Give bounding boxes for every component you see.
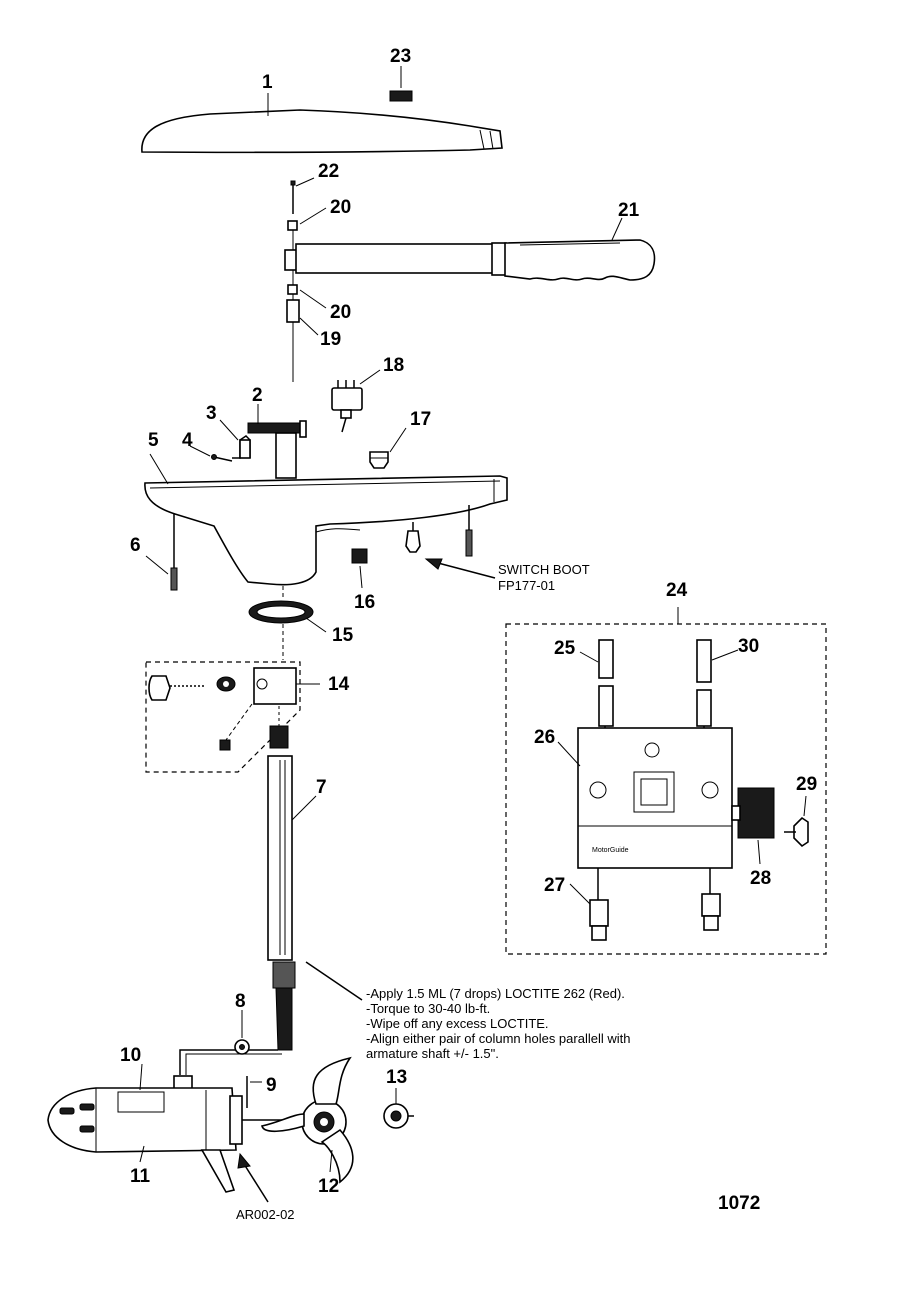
- callout-28: 28: [750, 868, 771, 889]
- callout-19: 19: [320, 329, 341, 350]
- part-16-block: [351, 548, 368, 564]
- part-22-screw: [290, 180, 296, 214]
- part-21-tiller-handle: [284, 239, 656, 281]
- callout-26: 26: [534, 727, 555, 748]
- callout-numbers: 1 23 22 20 21 20 19 18 17 2 3 4 5 6 16 1…: [120, 46, 817, 1197]
- callout-25: 25: [554, 638, 576, 659]
- note-line-5: armature shaft +/- 1.5".: [366, 1046, 499, 1061]
- callout-29: 29: [796, 774, 817, 795]
- callout-12: 12: [318, 1176, 339, 1197]
- callout-17: 17: [410, 409, 431, 430]
- callout-13: 13: [386, 1067, 407, 1088]
- callout-leaders: [139, 66, 807, 1173]
- installation-notes: -Apply 1.5 ML (7 drops) LOCTITE 262 (Red…: [366, 986, 630, 1061]
- part-5-head-base: [144, 475, 508, 586]
- callout-24: 24: [666, 580, 688, 601]
- callout-8: 8: [235, 991, 246, 1012]
- callout-1: 1: [262, 72, 273, 93]
- part-2-steering-post: [247, 420, 307, 479]
- part-18-switch: [331, 380, 363, 433]
- note-line-1: -Apply 1.5 ML (7 drops) LOCTITE 262 (Red…: [366, 986, 625, 1001]
- part-7-shaft: [267, 706, 296, 1051]
- callout-6: 6: [130, 535, 141, 556]
- note-leader-line: [305, 961, 363, 1001]
- callout-20-upper: 20: [330, 197, 351, 218]
- control-panel-brand: MotorGuide: [592, 847, 629, 854]
- part-19-spacer: [286, 299, 300, 323]
- part-29-knob-screw: [793, 816, 809, 848]
- part-8-nut: [234, 1039, 250, 1055]
- part-23-tab: [389, 90, 413, 102]
- part-10-decal: [117, 1091, 165, 1113]
- part-28-knob: [737, 787, 775, 839]
- switch-boot-line1: SWITCH BOOT: [498, 562, 590, 577]
- part-15-ring: [248, 600, 314, 624]
- part-1-top-cover: [141, 109, 503, 154]
- callout-22: 22: [318, 161, 339, 182]
- part-11-motor-housing: [47, 1075, 300, 1193]
- note-line-2: -Torque to 30-40 lb-ft.: [366, 1001, 490, 1016]
- callout-20-lower: 20: [330, 302, 351, 323]
- switch-boot-label: SWITCH BOOT FP177-01: [498, 562, 590, 593]
- callout-21: 21: [618, 200, 640, 221]
- part-4-screw: [211, 454, 233, 462]
- callout-18: 18: [383, 355, 404, 376]
- switch-boot-line2: FP177-01: [498, 578, 555, 593]
- base-screw-right: [465, 505, 473, 557]
- callout-11: 11: [130, 1166, 151, 1187]
- part-12-propeller: [261, 1056, 354, 1184]
- ar-arrow: [237, 1152, 269, 1203]
- callout-16: 16: [354, 592, 375, 613]
- part-17-fitting: [369, 451, 389, 469]
- callout-5: 5: [148, 430, 159, 451]
- part-25-boot: [598, 639, 614, 679]
- callout-2: 2: [252, 385, 263, 406]
- callout-15: 15: [332, 625, 354, 646]
- part-30-boot: [696, 639, 712, 683]
- callout-30: 30: [738, 636, 759, 657]
- callout-10: 10: [120, 1045, 141, 1066]
- part-20-lower-washer: [287, 284, 298, 295]
- part-20-upper-washer: [287, 220, 298, 231]
- callout-27: 27: [544, 875, 565, 896]
- switch-boot: [405, 522, 421, 553]
- callout-23: 23: [390, 46, 411, 67]
- part-6-screw: [170, 514, 178, 591]
- callout-14: 14: [328, 674, 350, 695]
- part-27-switch: [589, 899, 609, 927]
- part-24-control-box-kit: [505, 623, 827, 955]
- note-line-4: -Align either pair of column holes paral…: [366, 1031, 630, 1046]
- page-number: 1072: [718, 1193, 760, 1214]
- callout-7: 7: [316, 777, 327, 798]
- callout-9: 9: [266, 1075, 277, 1096]
- part-3-bracket: [232, 435, 251, 459]
- callout-3: 3: [206, 403, 217, 424]
- switch-boot-arrow: [424, 558, 496, 579]
- part-13-prop-nut: [383, 1103, 414, 1129]
- part-14-collar-assembly: [145, 661, 320, 773]
- reference-code: AR002-02: [236, 1207, 295, 1222]
- note-line-3: -Wipe off any excess LOCTITE.: [366, 1016, 549, 1031]
- callout-4: 4: [182, 430, 193, 451]
